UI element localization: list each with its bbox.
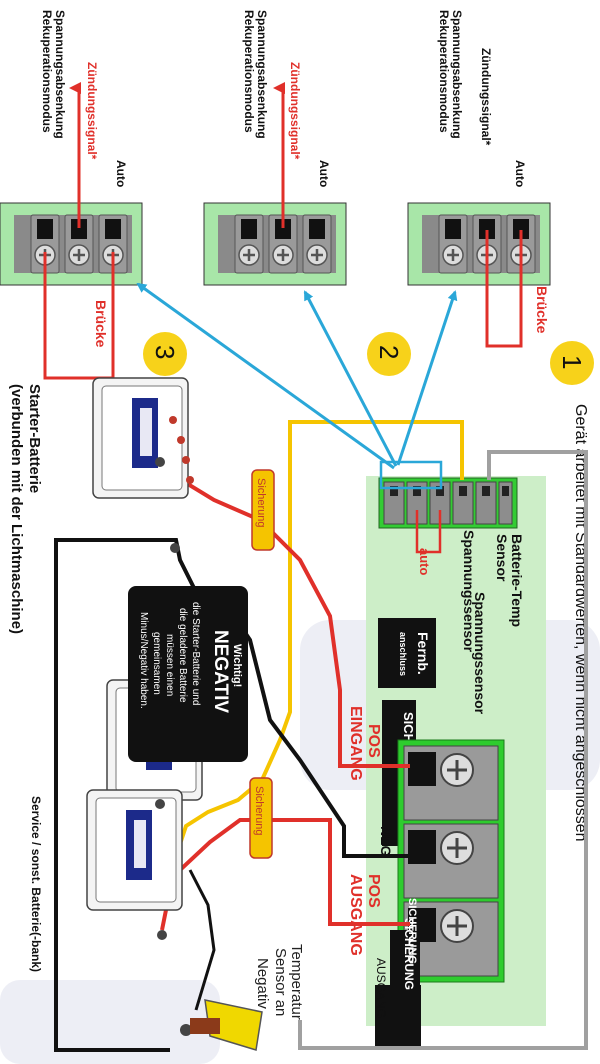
labels-block-1: Spannungsabsenkung Rekuperationsmodus Zü… <box>437 10 527 187</box>
service-battery-label: Service / sonst. Batterie(-bank) <box>29 796 43 972</box>
temp-sensor-label-1: Temperatur <box>288 944 305 1020</box>
fuse-box-2 <box>390 930 420 986</box>
terminal-block-3 <box>0 202 143 286</box>
voltage-sense-wire <box>176 420 464 851</box>
remote-label-2: anschluss <box>398 632 408 676</box>
inline-fuse-label-1: Sicherung <box>255 478 267 528</box>
terminal-block-2 <box>203 202 347 286</box>
option-badge-1: 1 <box>550 341 594 385</box>
label-voltage-drop-1b: Rekuperationsmodus <box>437 10 451 133</box>
blue-arrow-3 <box>136 282 395 470</box>
bridge-wire-1 <box>485 230 523 348</box>
inline-fuse-2: Sicherung <box>249 777 273 859</box>
service-battery-terminals <box>155 799 192 1036</box>
label-voltage-drop-3a: Spannungsabsenkung <box>53 10 67 139</box>
label-auto-2: Auto <box>317 160 331 187</box>
fuse-label-2: SICHERUNG <box>406 898 418 964</box>
warning-line-4: gemeinsamen <box>151 632 162 695</box>
blue-arrow-1 <box>396 290 458 466</box>
remote-connector <box>378 618 436 688</box>
labels-block-2: Spannungsabsenkung Rekuperationsmodus Zü… <box>242 10 331 187</box>
label-ignition-2: Zündungssignal* <box>288 62 302 160</box>
terminal-block-1 <box>407 202 551 286</box>
battery-temp-label-1: Batterie-Temp <box>509 534 525 627</box>
labels-block-3: Spannungsabsenkung Rekuperationsmodus Zü… <box>40 10 128 187</box>
neg-terminal <box>403 823 499 899</box>
bridge-label-3: Brücke <box>93 300 109 348</box>
starter-battery-sublabel: (verbunden mit der Lichtmaschine) <box>8 384 25 634</box>
starter-battery-label: Starter-Batterie <box>26 384 43 493</box>
warning-line-5: Minus/Negativ haben. <box>138 612 149 709</box>
label-voltage-drop-2a: Spannungsabsenkung <box>255 10 269 139</box>
label-voltage-drop-1a: Spannungsabsenkung <box>450 10 464 139</box>
service-battery-2 <box>86 789 183 911</box>
option-number-2: 2 <box>374 345 404 359</box>
pos-in-label-2: EINGANG <box>347 706 364 781</box>
inline-fuse-1: Sicherung <box>251 469 275 551</box>
label-ignition-1: Zündungssignal* <box>479 48 493 146</box>
pos-in-wire <box>157 468 410 768</box>
bridge-wire-3 <box>43 252 115 380</box>
option-number-1: 1 <box>557 355 587 369</box>
connector-highlight <box>379 460 443 490</box>
blue-arrow-2 <box>303 290 398 467</box>
pos-in-label-1: POS <box>365 724 382 758</box>
voltage-sensor-label-a: Spannungssensor <box>461 530 477 653</box>
auto-bridge-wire <box>415 510 442 554</box>
bridge-label-1: Brücke <box>534 286 550 334</box>
temp-sensor-label-3: Negativ <box>254 958 271 1009</box>
label-auto-3: Auto <box>114 160 128 187</box>
voltage-sensor-label-b: Spannungssensor <box>472 592 488 715</box>
starter-battery <box>92 377 189 499</box>
battery-temp-label-2: Sensor <box>494 534 510 582</box>
starter-battery-terminals <box>155 416 194 553</box>
temp-sensor-label-2: Sensor an <box>272 948 289 1016</box>
service-link-wire <box>188 869 216 1011</box>
fuse-box-3 <box>375 985 421 1047</box>
temp-sensor-wire <box>298 450 588 1050</box>
temperature-sensor <box>190 999 263 1051</box>
label-voltage-drop-3b: Rekuperationsmodus <box>40 10 54 133</box>
option-number-3: 3 <box>150 345 180 359</box>
label-auto-1: Auto <box>513 160 527 187</box>
option-badge-3: 3 <box>143 332 187 376</box>
pos-out-label-1: POS <box>365 874 382 908</box>
fuse-label-3: SICHERUNG <box>402 918 416 990</box>
output-label: AUSGANG <box>374 958 388 1018</box>
warning-line-1: die Starter-Batterie und <box>190 602 201 705</box>
inline-fuse-label-2: Sicherung <box>253 786 265 836</box>
signal-terminal-strip <box>378 477 518 529</box>
pos-out-label-2: AUSGANG <box>347 874 364 956</box>
label-voltage-drop-2b: Rekuperationsmodus <box>242 10 256 133</box>
pos-in-terminal <box>403 745 499 821</box>
warning-box <box>128 586 248 762</box>
auto-label: auto <box>417 548 432 576</box>
neg-label: NEG <box>378 826 394 856</box>
label-ignition-3: Zündungssignal* <box>85 62 99 160</box>
warning-line-2: die geladene Batterie <box>177 608 188 703</box>
warning-headline: NEGATIV <box>210 630 231 713</box>
warning-title: Wichtig! <box>231 644 243 687</box>
remote-label-1: Fernb. <box>415 632 431 675</box>
option-badge-2: 2 <box>367 332 411 376</box>
warning-line-3: müssen einen <box>164 634 175 696</box>
